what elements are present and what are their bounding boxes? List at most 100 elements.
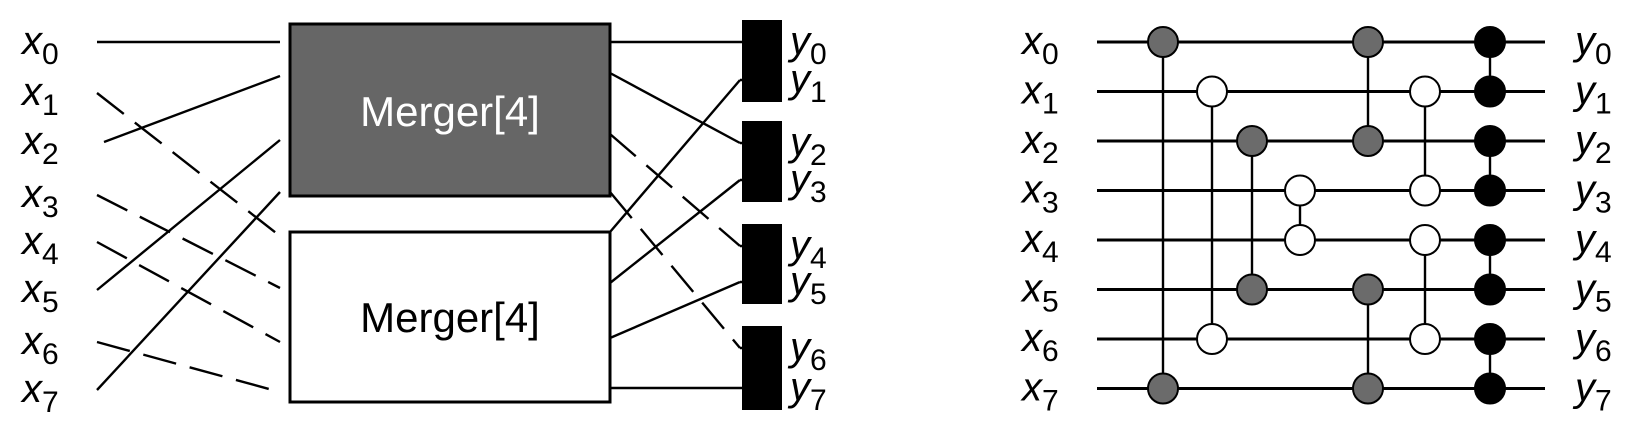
right-output-y5-subscript: 5 bbox=[1595, 286, 1612, 319]
left-output-y3: y3 bbox=[787, 157, 827, 209]
right-input-x6: x6 bbox=[1020, 316, 1059, 368]
comparator-node bbox=[1196, 75, 1228, 108]
right-input-x0: x0 bbox=[1020, 19, 1059, 71]
left-input-x6: x6 bbox=[20, 319, 59, 371]
right-input-x6-subscript: 6 bbox=[1042, 335, 1059, 368]
wire-bottom-out2 bbox=[609, 280, 741, 340]
wire-x5-to-bottom-merger bbox=[96, 240, 281, 344]
right-output-y5: y5 bbox=[1572, 267, 1612, 319]
right-input-x5: x5 bbox=[1020, 267, 1059, 319]
left-output-y4-base: y bbox=[787, 223, 813, 267]
comparator-node bbox=[1474, 224, 1506, 256]
left-output-y2-subscript: 2 bbox=[810, 139, 827, 172]
left-input-x5: x5 bbox=[20, 267, 59, 319]
right-input-x7-base: x bbox=[1020, 366, 1044, 410]
right-input-x1: x1 bbox=[1020, 69, 1059, 121]
comparator-node bbox=[1474, 26, 1506, 58]
left-input-wires bbox=[96, 40, 281, 394]
left-output-y0-base: y bbox=[787, 19, 813, 63]
left-output-y3-base: y bbox=[787, 157, 813, 201]
comparator-0-2 bbox=[1352, 26, 1384, 157]
left-input-x4-subscript: 4 bbox=[42, 238, 59, 271]
left-input-x4: x4 bbox=[20, 219, 59, 271]
comparator-node bbox=[1284, 174, 1316, 207]
left-output-y0: y0 bbox=[787, 19, 827, 71]
left-final-comparator-0 bbox=[742, 20, 782, 102]
left-final-comparator-3 bbox=[742, 326, 782, 410]
comparator-node bbox=[1147, 26, 1179, 58]
top-merger-label: Merger[4] bbox=[360, 88, 540, 135]
comparator-node bbox=[1352, 125, 1384, 157]
left-output-y5-base: y bbox=[787, 259, 813, 303]
left-output-y4: y4 bbox=[787, 223, 827, 275]
left-input-x6-base: x bbox=[20, 319, 44, 363]
left-final-comparator-1 bbox=[742, 121, 782, 202]
left-output-y5-subscript: 5 bbox=[810, 278, 827, 311]
right-output-y3: y3 bbox=[1572, 168, 1612, 220]
comparator-node bbox=[1284, 224, 1316, 256]
right-output-y4: y4 bbox=[1572, 217, 1612, 269]
left-output-y6-base: y bbox=[787, 325, 813, 369]
left-input-x6-subscript: 6 bbox=[42, 338, 59, 371]
right-output-y5-base: y bbox=[1572, 267, 1598, 311]
left-output-y2-base: y bbox=[787, 120, 813, 164]
bottom-merger-label: Merger[4] bbox=[360, 294, 540, 341]
right-output-y6-base: y bbox=[1572, 316, 1598, 360]
comparator-node bbox=[1196, 323, 1228, 355]
comparator-node bbox=[1409, 224, 1441, 256]
comparator-node bbox=[1474, 372, 1506, 405]
comparator-node bbox=[1147, 372, 1179, 405]
right-output-y7-subscript: 7 bbox=[1595, 385, 1612, 418]
left-final-comparator-2 bbox=[742, 224, 782, 304]
right-input-x2-subscript: 2 bbox=[1042, 137, 1059, 170]
wire-top-out3 bbox=[609, 191, 741, 349]
left-output-y4-subscript: 4 bbox=[810, 242, 827, 275]
left-output-y0-subscript: 0 bbox=[810, 38, 827, 71]
right-output-y2: y2 bbox=[1572, 118, 1612, 170]
right-input-x7: x7 bbox=[1020, 366, 1059, 418]
left-input-x7: x7 bbox=[20, 367, 59, 419]
right-input-x1-base: x bbox=[1020, 69, 1044, 113]
comparator-1-3 bbox=[1409, 75, 1441, 207]
comparator-node bbox=[1236, 273, 1268, 306]
left-input-x0: x0 bbox=[20, 19, 59, 71]
right-input-x2-base: x bbox=[1020, 118, 1044, 162]
wire-top-out1 bbox=[609, 71, 741, 145]
comparator-node bbox=[1409, 75, 1441, 108]
left-input-x7-subscript: 7 bbox=[42, 386, 59, 419]
right-input-x0-subscript: 0 bbox=[1042, 38, 1059, 71]
left-input-x3-base: x bbox=[20, 172, 44, 216]
right-input-x2: x2 bbox=[1020, 118, 1059, 170]
comparator-3-4 bbox=[1284, 174, 1316, 256]
right-output-y1-base: y bbox=[1572, 69, 1598, 113]
comparator-node bbox=[1352, 26, 1384, 58]
right-input-x5-base: x bbox=[1020, 267, 1044, 311]
wire-bottom-out0 bbox=[609, 79, 741, 233]
comparator-node bbox=[1474, 75, 1506, 108]
left-final-comparators bbox=[740, 20, 782, 410]
left-input-x2-subscript: 2 bbox=[42, 138, 59, 171]
right-output-y7: y7 bbox=[1572, 366, 1612, 418]
wire-bottom-out1 bbox=[609, 179, 741, 284]
comparator-0-1 bbox=[1474, 26, 1506, 108]
left-input-x4-base: x bbox=[20, 219, 44, 263]
right-comparators bbox=[1147, 26, 1506, 405]
top-merger-box: Merger[4] bbox=[288, 22, 612, 198]
wire-x1-to-bottom-merger bbox=[96, 92, 281, 237]
right-input-x4: x4 bbox=[1020, 217, 1059, 269]
comparator-node bbox=[1409, 323, 1441, 355]
comparator-node bbox=[1474, 174, 1506, 207]
right-output-y6-subscript: 6 bbox=[1595, 335, 1612, 368]
comparator-6-7 bbox=[1474, 323, 1506, 405]
right-input-x3-subscript: 3 bbox=[1042, 187, 1059, 220]
comparator-node bbox=[1474, 273, 1506, 306]
comparator-4-6 bbox=[1409, 224, 1441, 355]
left-input-x3: x3 bbox=[20, 172, 59, 224]
right-input-x0-base: x bbox=[1020, 19, 1044, 63]
left-output-y7-subscript: 7 bbox=[810, 384, 827, 417]
left-output-y1: y1 bbox=[787, 57, 827, 109]
bottom-merger-rect bbox=[288, 230, 612, 404]
